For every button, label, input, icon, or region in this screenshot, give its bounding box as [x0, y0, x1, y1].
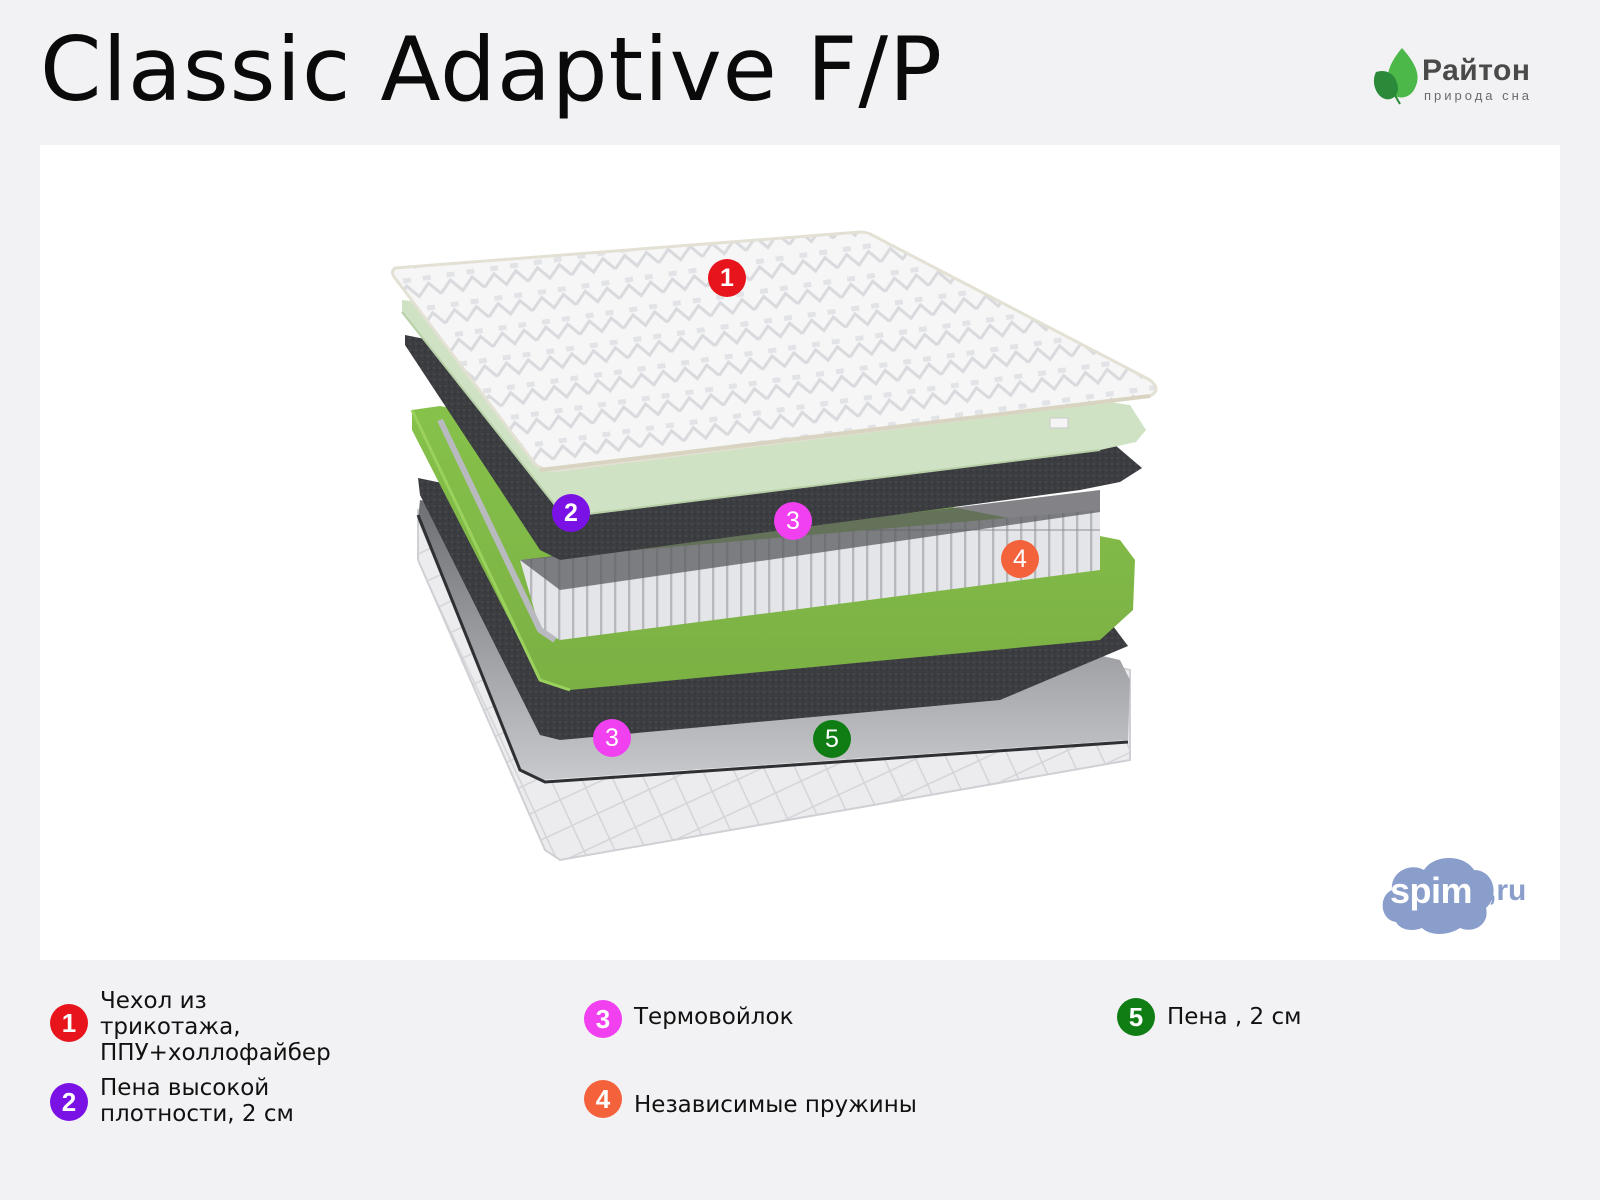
legend-text-5: Пена , 2 см	[1167, 1004, 1302, 1030]
legend-badge-5: 5	[1117, 998, 1155, 1036]
marker-number: 1	[720, 263, 734, 292]
brand-tagline: природа сна	[1424, 88, 1533, 103]
legend-text-4: Независимые пружины	[634, 1092, 917, 1118]
legend-item-4: 4 Независимые пружины	[584, 1080, 917, 1118]
legend-number: 4	[595, 1083, 611, 1114]
product-image-panel	[40, 145, 1560, 960]
marker-number: 2	[564, 498, 578, 527]
legend-number: 1	[61, 1007, 77, 1038]
spim-watermark: spim ,ru	[1378, 852, 1548, 934]
layer-marker-3-lower: 3	[593, 719, 631, 757]
legend-item-3: 3 Термовойлок	[584, 1000, 794, 1038]
brand-name: Райтон	[1422, 54, 1531, 87]
legend-text-3: Термовойлок	[634, 1004, 794, 1030]
legend-badge-1: 1	[50, 1004, 88, 1042]
legend-badge-4: 4	[584, 1080, 622, 1118]
layer-marker-4: 4	[1001, 540, 1039, 578]
marker-number: 3	[786, 506, 800, 535]
marker-number: 5	[825, 724, 839, 753]
legend-number: 2	[61, 1086, 77, 1117]
legend-number: 3	[595, 1003, 611, 1034]
legend-text-2: Пена высокой плотности, 2 см	[100, 1075, 294, 1127]
layer-marker-1: 1	[708, 259, 746, 297]
legend-badge-2: 2	[50, 1083, 88, 1121]
page-title: Classic Adaptive F/P	[40, 18, 944, 121]
legend-text-1: Чехол из трикотажа, ППУ+холлофайбер	[100, 988, 331, 1066]
marker-number: 4	[1013, 544, 1027, 573]
legend-item-2: 2 Пена высокой плотности, 2 см	[50, 1075, 294, 1127]
layer-marker-3-upper: 3	[774, 502, 812, 540]
legend-badge-3: 3	[584, 1000, 622, 1038]
layer-marker-2: 2	[552, 494, 590, 532]
brand-logo[interactable]: Райтон природа сна	[1372, 46, 1552, 106]
leaf-icon	[1373, 48, 1418, 105]
cloud-icon	[1382, 858, 1494, 934]
marker-number: 3	[605, 723, 619, 752]
layer-marker-5: 5	[813, 720, 851, 758]
legend-item-5: 5 Пена , 2 см	[1117, 998, 1302, 1036]
spim-suffix: ,ru	[1488, 874, 1527, 907]
legend-number: 5	[1128, 1001, 1144, 1032]
spim-wordmark: spim	[1390, 870, 1473, 911]
legend-item-1: 1 Чехол из трикотажа, ППУ+холлофайбер	[50, 988, 331, 1066]
